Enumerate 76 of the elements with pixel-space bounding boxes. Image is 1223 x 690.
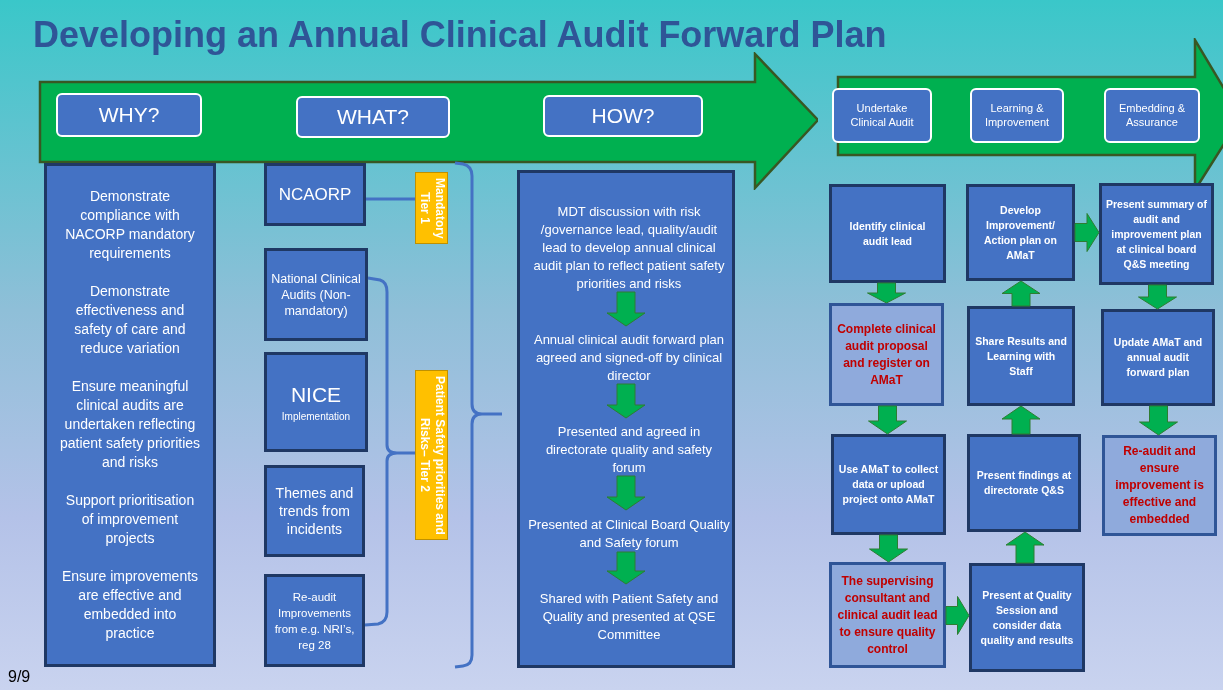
- block-arrow: [1139, 405, 1178, 436]
- box-text: Present at Quality Session and consider data quality and results: [979, 587, 1075, 648]
- block-arrow: [606, 551, 646, 585]
- purpose-text: Ensure improvements are effective and embedded into practice: [60, 566, 200, 643]
- stage-label: [1104, 88, 1200, 143]
- box-text: NCAORP: [278, 183, 352, 206]
- purpose-text: Demonstrate compliance with NACORP mandatory requirements: [64, 187, 196, 264]
- box-text: Re-audit Improvements from e.g. NRI’s, reg 28: [273, 589, 356, 653]
- box-text: Identify clinical audit lead: [848, 218, 927, 249]
- block-arrow: [945, 596, 970, 635]
- block-arrow: [1005, 531, 1045, 564]
- box-text: Use AMaT to collect data or upload project onto AMaT: [838, 462, 939, 507]
- box-text: WHY?: [98, 102, 160, 129]
- title: Developing an Annual Clinical Audit Forward Plan: [33, 13, 887, 57]
- process-box: [967, 434, 1081, 532]
- process-box: [1102, 435, 1217, 536]
- box-text: Re-audit and ensure improvement is effective and embedded: [1114, 443, 1205, 528]
- process-box: [264, 248, 368, 341]
- block-arrow: [606, 383, 646, 419]
- box-text: Patient Safety priorities and Risks– Tier 2: [416, 374, 447, 537]
- process-box: [829, 303, 944, 406]
- box-title: NICE: [290, 381, 342, 408]
- purpose-text: Ensure meaningful clinical audits are undertaken reflecting patient safety priorities and risks: [59, 377, 201, 472]
- header-label: [296, 96, 450, 138]
- box-text: Undertake Clinical Audit: [849, 101, 915, 130]
- block-arrow: [867, 282, 906, 304]
- purpose-text: Support prioritisation of improvement projects: [64, 490, 196, 548]
- box-text: Complete clinical audit proposal and register on AMaT: [836, 320, 937, 389]
- box-text: Present findings at directorate Q&S: [975, 468, 1073, 498]
- box-text: Themes and trends from incidents: [274, 484, 355, 538]
- box-text: Embedding & Assurance: [1117, 101, 1186, 130]
- box-text: Update AMaT and annual audit forward plan: [1112, 335, 1204, 380]
- stage-label: [832, 88, 932, 143]
- box-text: National Clinical Audits (Non-mandatory): [271, 270, 361, 319]
- block-arrow: [606, 291, 646, 327]
- step-text: MDT discussion with risk /governance lead, quality/audit lead to develop annual clinical audit plan to reflect patient safety priorities and risks: [528, 201, 730, 295]
- page-number: 9/9: [8, 667, 31, 687]
- box-text: WHAT?: [337, 104, 409, 131]
- purpose-panel: [44, 163, 216, 667]
- process-box: [264, 574, 365, 667]
- block-arrow: [1138, 284, 1177, 310]
- process-panel: [517, 170, 735, 668]
- block-arrow: [868, 405, 907, 435]
- block-arrow: [1001, 405, 1041, 435]
- block-arrow: [606, 475, 646, 511]
- box-text: HOW?: [591, 103, 655, 130]
- process-box: [966, 184, 1075, 281]
- box-text: Present summary of audit and improvement plan at clinical board Q&S meeting: [1106, 196, 1207, 272]
- process-box: [831, 434, 946, 535]
- connector-line: [366, 197, 415, 201]
- box-text: Develop Improvement/ Action plan on AMaT: [983, 202, 1058, 263]
- header-label: [56, 93, 202, 137]
- box-text: Mandatory Tier 1: [416, 176, 447, 241]
- process-box: [829, 562, 946, 668]
- process-box: [264, 163, 366, 226]
- block-arrow: [1074, 213, 1100, 252]
- purpose-text: Demonstrate effectiveness and safety of care and reduce variation: [73, 282, 187, 359]
- process-box: [967, 306, 1075, 406]
- process-box: [1101, 309, 1215, 406]
- box-subtitle: Implementation: [281, 409, 351, 424]
- stage-label: [970, 88, 1064, 143]
- block-arrow: [1001, 280, 1041, 307]
- process-box: [829, 184, 946, 283]
- process-box: [264, 465, 365, 557]
- header-label: [543, 95, 703, 137]
- step-text: Presented at Clinical Board Quality and Safety forum: [528, 513, 730, 555]
- step-text: Annual clinical audit forward plan agreed and signed-off by clinical director: [528, 329, 730, 387]
- step-text: Shared with Patient Safety and Quality and presented at QSE Committee: [528, 587, 730, 647]
- box-text: Share Results and Learning with Staff: [974, 333, 1068, 379]
- process-box: [264, 352, 368, 452]
- step-text: Presented and agreed in directorate quality and safety forum: [528, 421, 730, 479]
- block-arrow: [869, 534, 908, 563]
- process-box: [1099, 183, 1214, 285]
- box-text: The supervising consultant and clinical audit lead to ensure quality control: [836, 572, 939, 658]
- box-text: Learning & Improvement: [983, 101, 1051, 130]
- process-box: [969, 563, 1085, 672]
